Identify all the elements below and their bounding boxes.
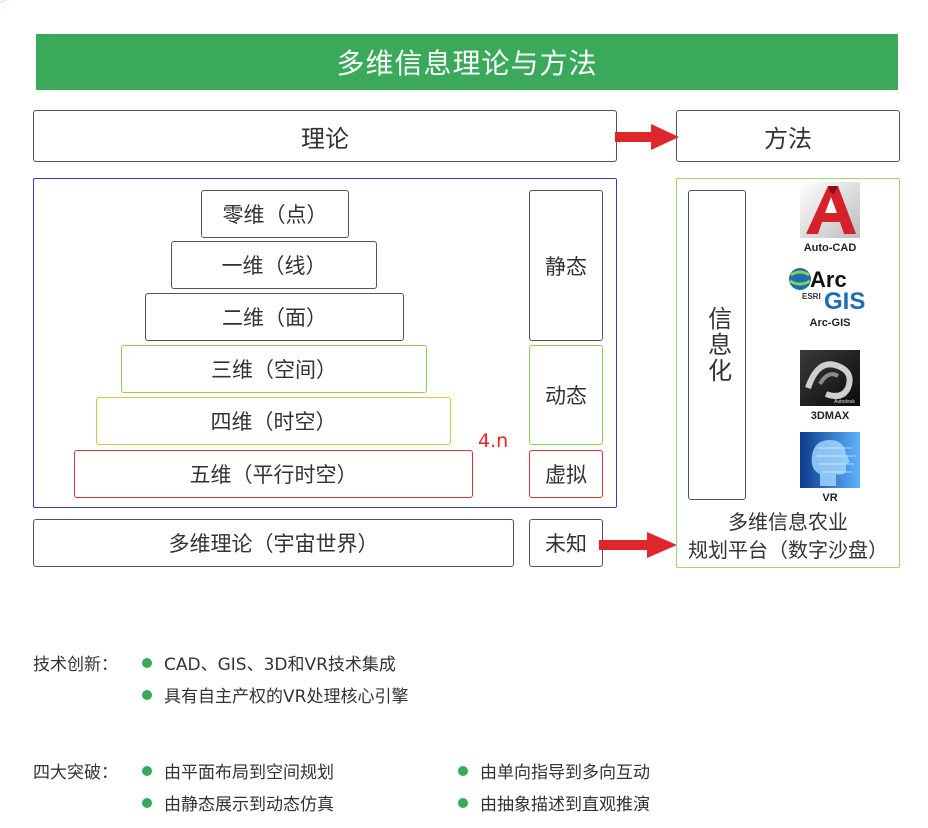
vr-logo: VR [798,430,862,504]
bullet-dot-icon [458,765,468,776]
informatization-label: 信息化 [703,306,732,384]
tool-label-arcgis: Arc-GIS [809,317,851,329]
dimension-two: 二维（面） [145,293,404,341]
multi-theory-box: 多维理论（宇宙世界） [33,519,514,567]
bullet-dot-icon [142,797,152,808]
tech-innovation-label: 技术创新： [33,655,118,675]
dimension-one: 一维（线） [171,241,377,289]
svg-text:Arc: Arc [810,267,847,292]
virtual-label: 虚拟 [529,450,603,498]
theory-header: 理论 [33,110,617,162]
vr-head-icon [800,432,860,488]
arrow-right-icon [599,532,677,558]
static-label: 静态 [529,190,603,341]
platform-line-2: 规划平台（数字沙盘） [688,538,888,562]
theory-frame [33,178,617,508]
tool-label-3dmax: 3DMAX [810,410,850,422]
arrow-right-icon [615,124,679,150]
3dsmax-logo: Autodesk 3DMAX [798,348,862,422]
method-frame [676,178,900,568]
bullet-dot-icon [142,657,152,668]
dynamic-label: 动态 [529,345,603,445]
tool-label-autocad: Auto-CAD [803,242,857,254]
tech-innovation-item: CAD、GIS、3D和VR技术集成 [142,650,396,675]
breakthrough-text: 由静态展示到动态仿真 [164,795,334,815]
extension-label: 4.n [478,430,509,452]
svg-text:Autodesk: Autodesk [834,399,855,405]
breakthrough-item: 由单向指导到多向互动 [458,758,650,783]
bullet-dot-icon [142,765,152,776]
breakthrough-item: 由静态展示到动态仿真 [142,790,334,815]
tech-innovation-item: 具有自主产权的VR处理核心引擎 [142,682,408,707]
tech-innovation-text: CAD、GIS、3D和VR技术集成 [164,655,396,675]
breakthroughs-label: 四大突破： [33,763,118,783]
dimension-three: 三维（空间） [121,345,427,393]
informatization-box: 信息化 [688,190,746,500]
bullet-dot-icon [458,797,468,808]
breakthrough-text: 由抽象描述到直观推演 [480,795,650,815]
bullet-dot-icon [142,689,152,700]
tool-label-vr: VR [822,492,838,504]
3dsmax-logo-icon: Autodesk [800,350,860,406]
breakthrough-text: 由单向指导到多向互动 [480,763,650,783]
unknown-label: 未知 [529,519,603,567]
svg-text:ESRI: ESRI [802,292,821,301]
method-header: 方法 [676,110,900,162]
arcgis-logo-icon: Arc ESRI GIS [789,267,865,315]
platform-line-1: 多维信息农业 [728,510,848,534]
autocad-logo: Auto-CAD [798,180,862,254]
decorative-line [0,0,185,11]
dimension-five: 五维（平行时空） [74,450,473,498]
breakthrough-item: 由平面布局到空间规划 [142,758,334,783]
breakthrough-item: 由抽象描述到直观推演 [458,790,650,815]
platform-label: 多维信息农业 规划平台（数字沙盘） [678,508,898,564]
arcgis-logo: Arc ESRI GIS Arc-GIS [788,265,872,329]
autocad-logo-icon [800,182,860,238]
dimension-four: 四维（时空） [96,397,451,445]
tech-innovation-text: 具有自主产权的VR处理核心引擎 [164,687,409,707]
breakthrough-text: 由平面布局到空间规划 [164,763,334,783]
dimension-zero: 零维（点） [201,190,349,238]
page-title: 多维信息理论与方法 [36,34,898,90]
svg-text:GIS: GIS [824,288,865,315]
